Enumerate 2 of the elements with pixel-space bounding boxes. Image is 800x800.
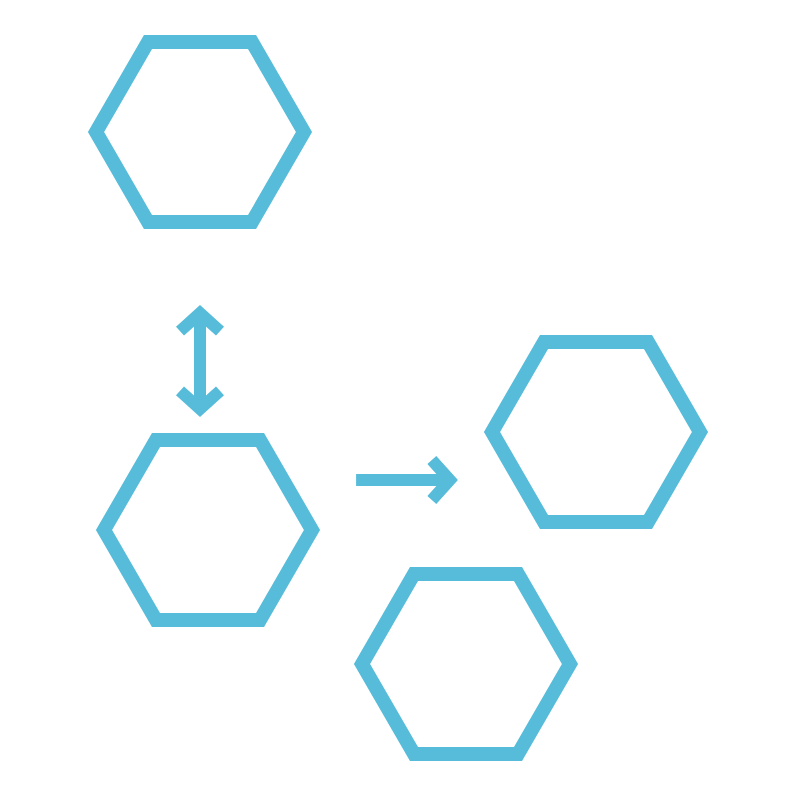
double-arrow	[176, 305, 224, 417]
arrow	[356, 456, 458, 505]
